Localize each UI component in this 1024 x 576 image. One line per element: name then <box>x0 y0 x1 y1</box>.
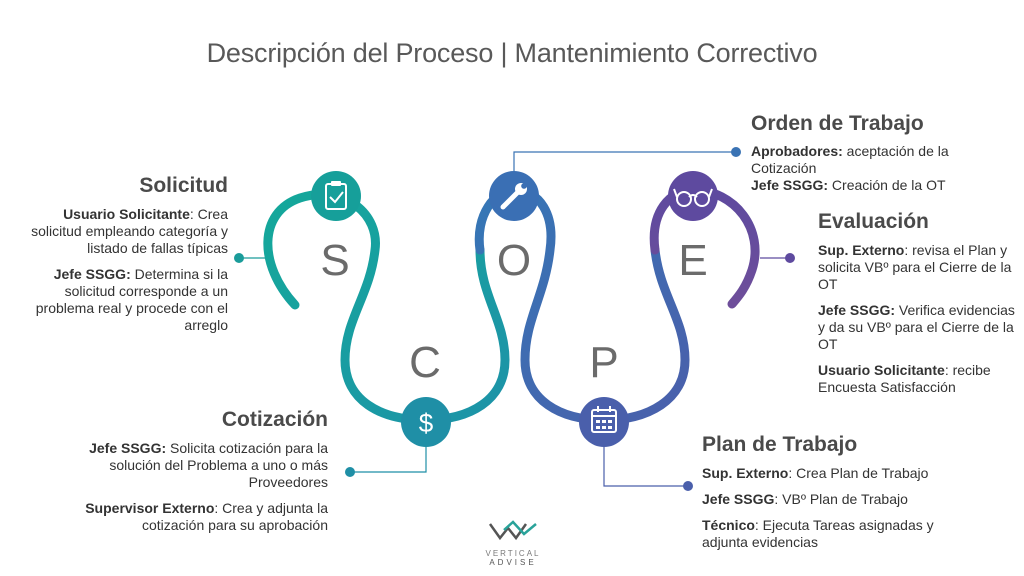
evaluacion-text-3: : recibe Encuesta Satisfacción <box>818 362 991 395</box>
logo-text-advise: ADVISE <box>489 558 537 567</box>
plan-text-2: : VBº Plan de Trabajo <box>774 491 908 507</box>
solicitud-text-1: : Crea solicitud empleando categoría y l… <box>31 206 228 256</box>
letter-p: P <box>589 338 618 387</box>
solicitud-para-2: Jefe SSGG: Determina si la solicitud cor… <box>10 266 228 334</box>
evaluacion-para-1: Sup. Externo: revisa el Plan y solicita … <box>818 242 1016 293</box>
cotizacion-para-1: Jefe SSGG: Solicita cotización para la s… <box>50 440 328 491</box>
solicitud-title: Solicitud <box>139 174 228 197</box>
ribbon-s-c <box>263 190 510 425</box>
letter-o: O <box>497 236 531 285</box>
connector-lines <box>234 147 795 491</box>
connector-dot-evaluacion <box>785 253 795 263</box>
evaluacion-role-1: Sup. Externo <box>818 242 905 258</box>
orden-para-2: Jefe SSGG: Creación de la OT <box>751 177 991 194</box>
orden-block: Orden de Trabajo Aprobadores: aceptación… <box>751 112 991 203</box>
connector-dot-orden <box>731 147 741 157</box>
letter-c: C <box>409 338 441 387</box>
plan-para-2: Jefe SSGG: VBº Plan de Trabajo <box>702 491 982 508</box>
plan-role-2: Jefe SSGG <box>702 491 775 507</box>
cotizacion-role-1: Jefe SSGG: <box>89 440 167 456</box>
evaluacion-para-2: Jefe SSGG: Verifica evidencias y da su V… <box>818 302 1016 353</box>
plan-text-3: : Ejecuta Tareas asignadas y adjunta evi… <box>702 517 934 550</box>
plan-role-3: Técnico <box>702 517 755 533</box>
ribbon-e <box>649 185 760 309</box>
evaluacion-role-2: Jefe SSGG: <box>818 302 896 318</box>
evaluacion-block: Evaluación Sup. Externo: revisa el Plan … <box>818 210 1016 405</box>
logo-text-vertical: VERTICAL <box>485 549 541 558</box>
plan-para-1: Sup. Externo: Crea Plan de Trabajo <box>702 465 982 482</box>
cotizacion-role-2: Supervisor Externo <box>85 500 215 516</box>
wrench-icon <box>489 171 539 221</box>
cotizacion-title: Cotización <box>221 408 328 431</box>
logo-mark-icon <box>488 520 537 541</box>
solicitud-role-2: Jefe SSGG: <box>53 266 131 282</box>
svg-text:$: $ <box>419 408 434 438</box>
plan-title: Plan de Trabajo <box>702 433 858 456</box>
calendar-icon <box>579 397 629 447</box>
evaluacion-text-2: Verifica evidencias y da su VBº para el … <box>818 302 1015 352</box>
evaluacion-title: Evaluación <box>818 210 929 233</box>
connector-dot-plan <box>683 481 693 491</box>
evaluacion-para-3: Usuario Solicitante: recibe Encuesta Sat… <box>818 362 1016 396</box>
solicitud-role-1: Usuario Solicitante <box>63 206 190 222</box>
cotizacion-text-2: : Crea y adjunta la cotización para su a… <box>141 500 328 533</box>
plan-para-3: Técnico: Ejecuta Tareas asignadas y adju… <box>702 517 982 551</box>
orden-role-1: Aprobadores: <box>751 143 843 159</box>
evaluacion-text-1: : revisa el Plan y solicita VBº para el … <box>818 242 1012 292</box>
vertical-advise-logo: VERTICAL ADVISE <box>478 520 548 567</box>
solicitud-para-1: Usuario Solicitante: Crea solicitud empl… <box>10 206 228 257</box>
orden-text-2: Creación de la OT <box>828 177 946 193</box>
dollar-icon: $ <box>401 397 451 447</box>
orden-role-2: Jefe SSGG: <box>751 177 829 193</box>
orden-text-1: aceptación de la Cotización <box>751 143 949 176</box>
page-title: Descripción del Proceso | Mantenimiento … <box>206 38 818 68</box>
connector-dot-cotizacion <box>345 467 355 477</box>
letter-e: E <box>678 236 707 285</box>
cotizacion-block: Cotización Jefe SSGG: Solicita cotizació… <box>50 408 328 543</box>
solicitud-text-2: Determina si la solicitud corresponde a … <box>35 266 228 333</box>
connector-dot-solicitud <box>234 253 244 263</box>
orden-title: Orden de Trabajo <box>751 112 924 135</box>
cotizacion-para-2: Supervisor Externo: Crea y adjunta la co… <box>50 500 328 534</box>
solicitud-block: Solicitud Usuario Solicitante: Crea soli… <box>10 174 228 343</box>
cotizacion-text-1: Solicita cotización para la solución del… <box>109 440 328 490</box>
glasses-icon <box>668 171 718 221</box>
letter-s: S <box>320 236 349 285</box>
clipboard-check-icon <box>311 171 361 221</box>
orden-para-1: Aprobadores: aceptación de la Cotización <box>751 143 991 177</box>
plan-text-1: : Crea Plan de Trabajo <box>788 465 929 481</box>
evaluacion-role-3: Usuario Solicitante <box>818 362 945 378</box>
plan-role-1: Sup. Externo <box>702 465 789 481</box>
plan-block: Plan de Trabajo Sup. Externo: Crea Plan … <box>702 433 982 560</box>
